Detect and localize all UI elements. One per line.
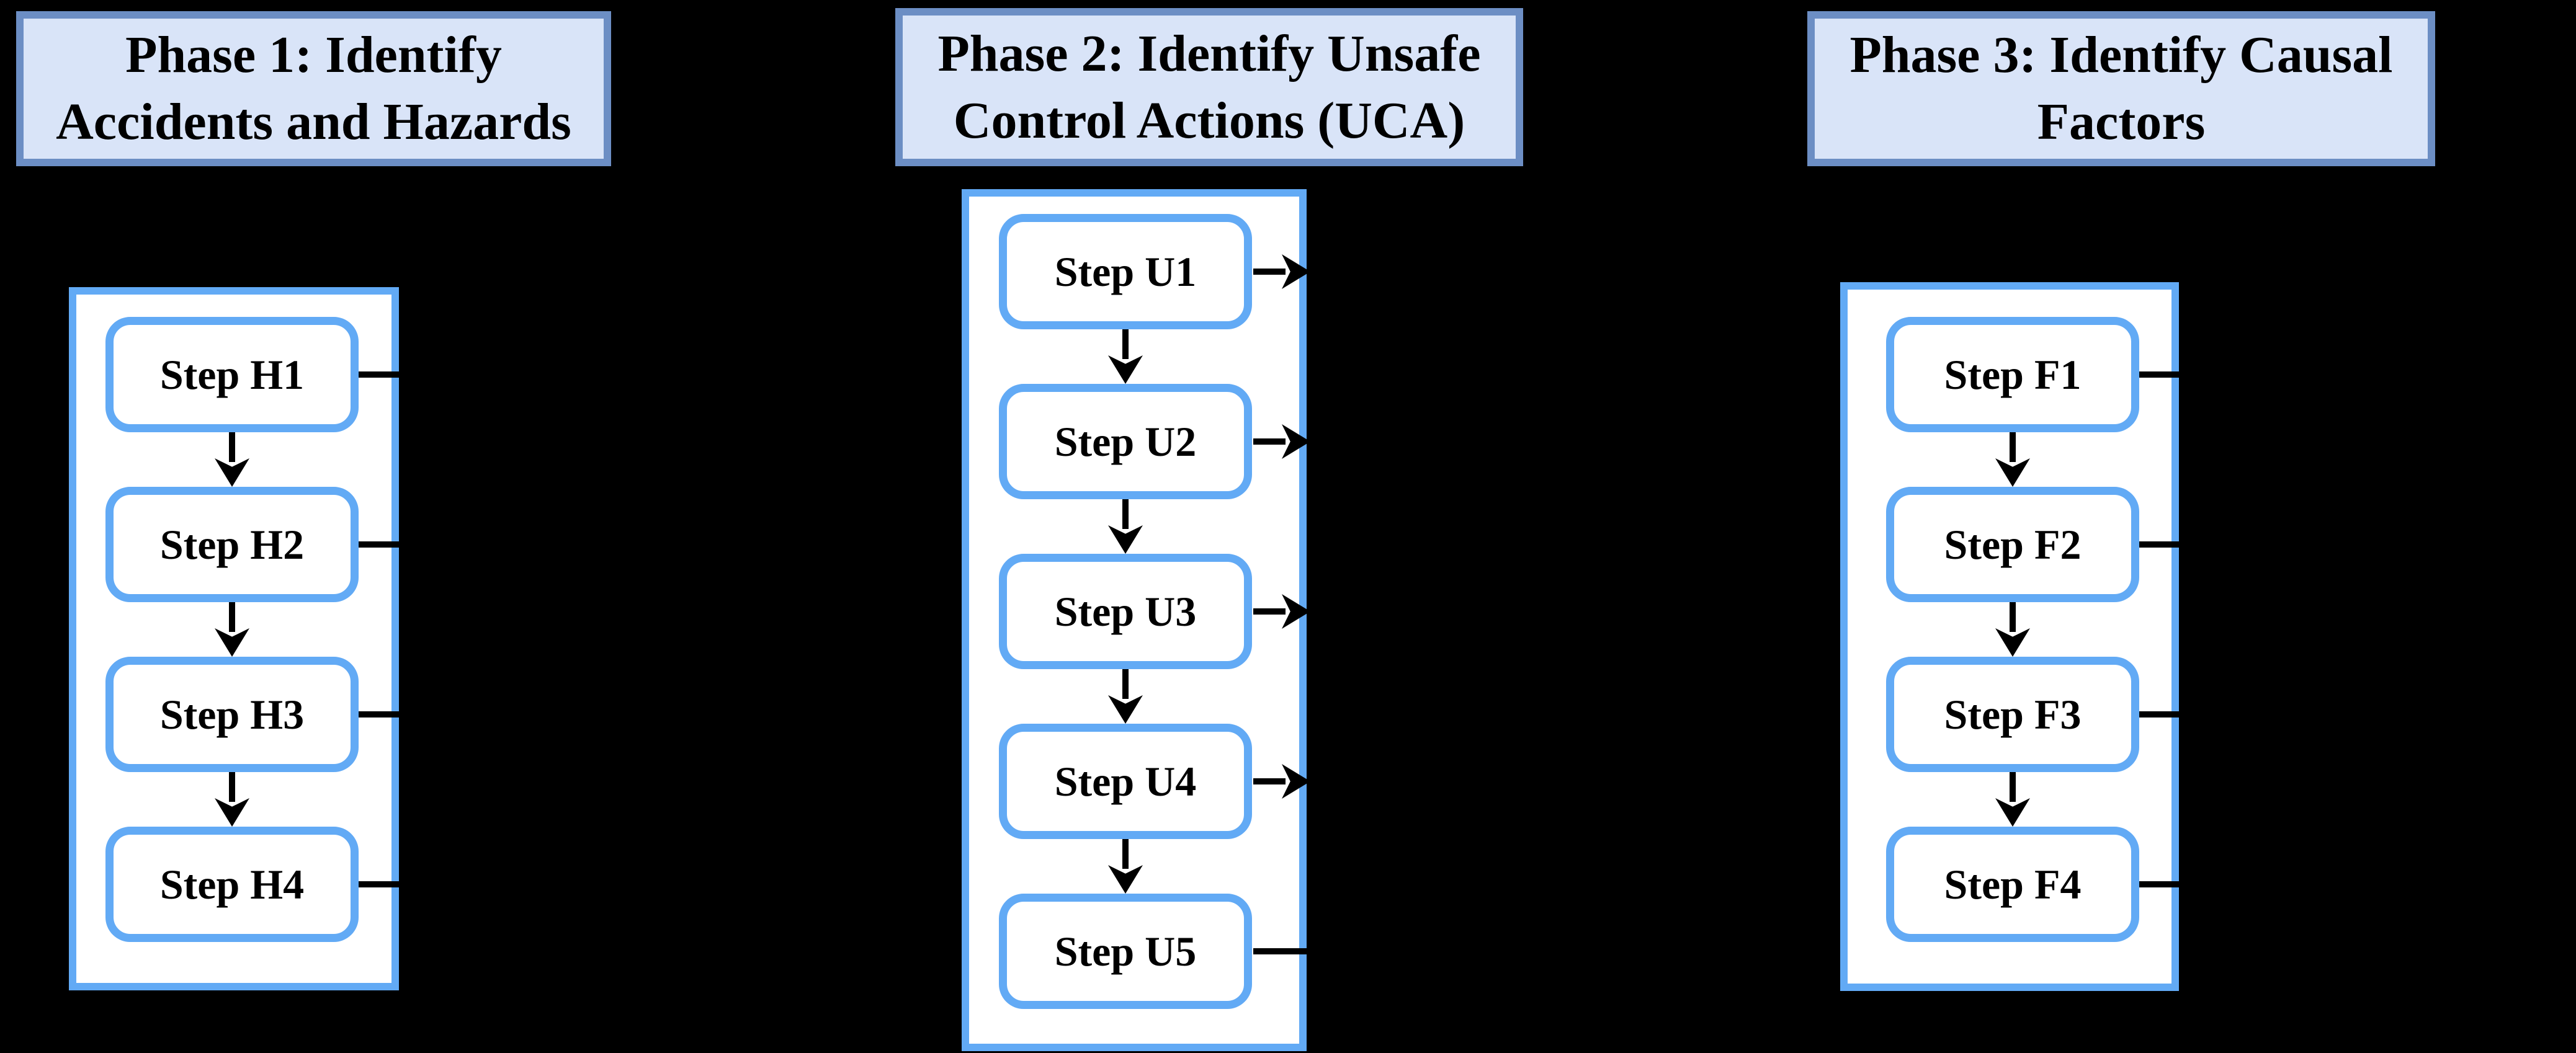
down-arrow-icon	[1108, 329, 1143, 384]
right-arrow-icon	[1253, 424, 1310, 459]
phase-2-title: Phase 2: Identify Unsafe Control Actions…	[895, 8, 1523, 166]
step-label: Step F3	[1944, 690, 2082, 738]
arrow-shaft	[1253, 438, 1286, 445]
step-label: Step H1	[159, 350, 305, 398]
arrow-head	[215, 798, 249, 827]
arrow-shaft	[1253, 269, 1286, 275]
down-arrow-icon	[1995, 772, 2030, 827]
connector-line	[2139, 711, 2179, 718]
step-box-f3: Step F3	[1886, 657, 2139, 772]
down-arrow-icon	[1995, 432, 2030, 487]
arrow-head	[1282, 254, 1310, 289]
arrow-head	[1282, 764, 1310, 799]
step-label: Step F4	[1944, 860, 2082, 908]
down-arrow-icon	[215, 432, 249, 487]
arrow-shaft	[2010, 772, 2016, 802]
phase-3-title-line-1: Phase 3: Identify Causal	[1849, 26, 2393, 84]
arrow-shaft	[2010, 432, 2016, 462]
right-arrow-icon	[1253, 254, 1310, 289]
step-box-h2: Step H2	[105, 487, 359, 602]
right-arrow-icon	[1253, 764, 1310, 799]
phase-3-title-line-2: Factors	[2037, 93, 2206, 151]
connector-line	[359, 711, 399, 718]
step-box-h3: Step H3	[105, 657, 359, 772]
arrow-head	[1995, 628, 2030, 657]
step-label: Step H2	[159, 520, 305, 568]
arrow-shaft	[1253, 608, 1286, 615]
down-arrow-icon	[1108, 669, 1143, 724]
connector-line	[1253, 948, 1307, 954]
arrow-head	[1108, 525, 1143, 554]
step-label: Step U3	[1054, 587, 1197, 635]
down-arrow-icon	[1995, 602, 2030, 657]
down-arrow-icon	[1108, 839, 1143, 894]
arrow-head	[1995, 798, 2030, 827]
arrow-head	[1108, 695, 1143, 724]
step-box-u2: Step U2	[999, 384, 1252, 499]
step-label: Step F2	[1944, 520, 2082, 568]
step-box-u3: Step U3	[999, 554, 1252, 669]
arrow-head	[1282, 424, 1310, 459]
arrow-shaft	[1122, 839, 1129, 869]
arrow-shaft	[2010, 602, 2016, 632]
down-arrow-icon	[215, 772, 249, 827]
step-label: Step U1	[1054, 247, 1197, 295]
step-label: Step H3	[159, 690, 305, 738]
arrow-head	[1108, 865, 1143, 894]
connector-line	[2139, 881, 2179, 887]
arrow-shaft	[1122, 499, 1129, 529]
step-box-u5: Step U5	[999, 894, 1252, 1009]
step-box-f2: Step F2	[1886, 487, 2139, 602]
arrow-shaft	[1122, 669, 1129, 699]
step-box-h4: Step H4	[105, 827, 359, 942]
arrow-head	[1108, 355, 1143, 384]
phase-3-title: Phase 3: Identify Causal Factors	[1807, 11, 2435, 166]
arrow-head	[215, 458, 249, 487]
step-box-u1: Step U1	[999, 214, 1252, 329]
arrow-shaft	[1253, 778, 1286, 784]
phase-1-title: Phase 1: Identify Accidents and Hazards	[16, 11, 611, 166]
step-label: Step U2	[1054, 417, 1197, 465]
arrow-head	[215, 628, 249, 657]
step-box-f1: Step F1	[1886, 317, 2139, 432]
connector-line	[359, 541, 399, 548]
right-arrow-icon	[1253, 594, 1310, 629]
step-label: Step U5	[1054, 927, 1197, 975]
step-label: Step F1	[1944, 350, 2082, 398]
phase-2-title-line-2: Control Actions (UCA)	[953, 91, 1465, 149]
arrow-head	[1995, 458, 2030, 487]
down-arrow-icon	[215, 602, 249, 657]
arrow-shaft	[229, 772, 235, 802]
phase-2-title-line-1: Phase 2: Identify Unsafe	[937, 24, 1481, 82]
phase-1-title-line-2: Accidents and Hazards	[56, 93, 571, 151]
arrow-shaft	[229, 602, 235, 632]
arrow-shaft	[1122, 329, 1129, 359]
connector-line	[359, 881, 399, 887]
arrow-head	[1282, 594, 1310, 629]
connector-line	[359, 371, 399, 378]
arrow-shaft	[229, 432, 235, 462]
step-box-u4: Step U4	[999, 724, 1252, 839]
step-label: Step H4	[159, 860, 305, 908]
connector-line	[2139, 541, 2179, 548]
step-label: Step U4	[1054, 757, 1197, 805]
phase-1-title-line-1: Phase 1: Identify	[125, 26, 502, 84]
step-box-f4: Step F4	[1886, 827, 2139, 942]
down-arrow-icon	[1108, 499, 1143, 554]
step-box-h1: Step H1	[105, 317, 359, 432]
connector-line	[2139, 371, 2179, 378]
